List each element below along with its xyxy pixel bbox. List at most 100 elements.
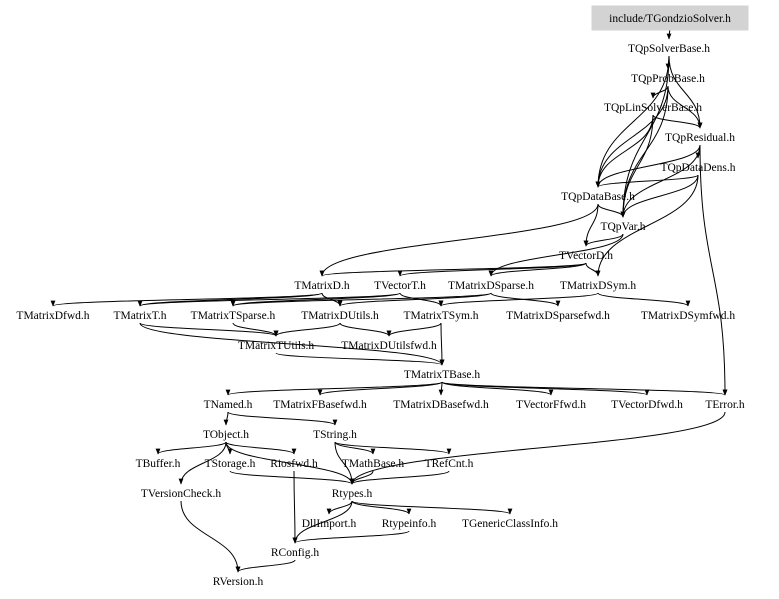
node-label: Rtypeinfo.h xyxy=(382,518,437,530)
node-label: TMatrixDUtilsfwd.h xyxy=(341,340,437,352)
node-rtypes[interactable]: Rtypes.h xyxy=(332,488,373,500)
node-genericclassinfo[interactable]: TGenericClassInfo.h xyxy=(462,518,558,530)
edge-rtypes-to-rconfig xyxy=(292,500,353,544)
node-vectort[interactable]: TVectorT.h xyxy=(374,280,426,292)
node-label: TNamed.h xyxy=(204,399,253,411)
node-vectorffwd[interactable]: TVectorFfwd.h xyxy=(516,399,586,411)
node-label: TMatrixDfwd.h xyxy=(16,310,89,322)
node-label: TMatrixFBasefwd.h xyxy=(273,399,367,411)
edge-vectord-to-matrixdsym xyxy=(585,262,601,277)
node-label: TStorage.h xyxy=(205,458,256,470)
edge-matrixdsym-to-matrixdsymfwd xyxy=(597,292,691,307)
node-dllimport[interactable]: DllImport.h xyxy=(302,518,357,530)
node-label: TVectorFfwd.h xyxy=(516,399,586,411)
edge-vectord-to-matrixdsparse xyxy=(488,262,587,277)
edge-matrixtbase-to-matrixfbasefwd xyxy=(317,381,443,396)
node-storage[interactable]: TStorage.h xyxy=(205,458,256,470)
node-versioncheck[interactable]: TVersionCheck.h xyxy=(141,488,221,500)
node-matrixdsymfwd[interactable]: TMatrixDSymfwd.h xyxy=(641,310,735,322)
node-rversion[interactable]: RVersion.h xyxy=(213,576,264,588)
edge-rtypes-to-rtypeinfo xyxy=(351,500,412,515)
node-matrixt[interactable]: TMatrixT.h xyxy=(113,310,166,322)
node-label: Rtypes.h xyxy=(332,488,373,500)
edge-refcnt-to-rtypes xyxy=(349,470,450,485)
edge-object-to-buffer xyxy=(155,441,227,455)
node-label: TObject.h xyxy=(203,429,249,441)
edge-matrixtsym-to-matrixdutilsfwd xyxy=(386,322,442,337)
node-matrixdutilsfwd[interactable]: TMatrixDUtilsfwd.h xyxy=(341,340,437,352)
node-label: include/TGondzioSolver.h xyxy=(609,13,731,25)
edge-matrixtbase-to-error xyxy=(441,381,728,396)
edge-rconfig-to-rversion xyxy=(235,559,296,573)
node-qpvar[interactable]: TQpVar.h xyxy=(600,221,645,233)
edge-database-to-matrixd xyxy=(319,203,599,277)
node-named[interactable]: TNamed.h xyxy=(204,399,253,411)
node-rtypeinfo[interactable]: Rtypeinfo.h xyxy=(382,518,437,530)
edge-storage-to-rtypes xyxy=(229,470,355,485)
edges xyxy=(50,25,728,573)
node-label: TVersionCheck.h xyxy=(141,488,221,500)
node-label: TQpDataDens.h xyxy=(660,162,735,174)
node-label: TMatrixTBase.h xyxy=(404,369,481,381)
node-matrixdsparsefwd[interactable]: TMatrixDSparsefwd.h xyxy=(506,310,610,322)
edge-matrixtbase-to-vectorffwd xyxy=(441,381,554,396)
node-label: TQpLinSolverBase.h xyxy=(604,102,702,114)
node-matrixdsparse[interactable]: TMatrixDSparse.h xyxy=(448,280,534,292)
node-linsolver[interactable]: TQpLinSolverBase.h xyxy=(604,102,702,114)
node-label: TQpResidual.h xyxy=(665,132,735,144)
node-label: Riosfwd.h xyxy=(270,458,318,470)
node-label: TMatrixT.h xyxy=(113,310,166,322)
node-error[interactable]: TError.h xyxy=(705,399,745,411)
edge-matrixdsym-to-matrixtsym xyxy=(438,292,599,307)
edge-matrixdutils-to-matrixtutils xyxy=(273,322,341,337)
edge-matrixtsym-to-matrixtbase xyxy=(439,322,445,366)
edge-linsolver-to-qpvar xyxy=(620,114,654,218)
node-mathbase[interactable]: TMathBase.h xyxy=(342,458,405,470)
node-label: TMatrixDSymfwd.h xyxy=(641,310,735,322)
node-vectordfwd[interactable]: TVectorDfwd.h xyxy=(611,399,683,411)
edge-matrixtbase-to-named xyxy=(225,381,443,396)
node-label: DllImport.h xyxy=(302,518,357,530)
node-refcnt[interactable]: TRefCnt.h xyxy=(425,458,474,470)
node-buffer[interactable]: TBuffer.h xyxy=(136,458,181,470)
node-matrixdbasefwd[interactable]: TMatrixDBasefwd.h xyxy=(393,399,489,411)
node-matrixd[interactable]: TMatrixD.h xyxy=(294,280,350,292)
edge-residual-to-error xyxy=(699,144,728,396)
edge-matrixtutils-to-matrixtbase xyxy=(275,352,445,366)
node-matrixtbase[interactable]: TMatrixTBase.h xyxy=(404,369,481,381)
edge-matrixdsparse-to-matrixtsparse xyxy=(230,292,492,307)
node-residual[interactable]: TQpResidual.h xyxy=(665,132,735,144)
node-vectord[interactable]: TVectorD.h xyxy=(559,250,613,262)
node-matrixdsym[interactable]: TMatrixDSym.h xyxy=(560,280,637,292)
node-matrixtsparse[interactable]: TMatrixTSparse.h xyxy=(191,310,276,322)
edge-solverbase-to-qpvar xyxy=(620,55,670,218)
node-string[interactable]: TString.h xyxy=(313,429,357,441)
node-label: TRefCnt.h xyxy=(425,458,474,470)
node-matrixtutils[interactable]: TMatrixTUtils.h xyxy=(238,340,315,352)
edge-riosfwd-to-rconfig xyxy=(292,470,298,544)
edge-error-to-rtypes xyxy=(349,411,726,485)
node-riosfwd[interactable]: Riosfwd.h xyxy=(270,458,318,470)
edge-vectord-to-vectort xyxy=(397,262,587,277)
node-matrixtsym[interactable]: TMatrixTSym.h xyxy=(403,310,478,322)
node-matrixdfwd[interactable]: TMatrixDfwd.h xyxy=(16,310,89,322)
edge-rtypes-to-dllimport xyxy=(326,500,353,515)
node-label: TString.h xyxy=(313,429,357,441)
node-database[interactable]: TQpDataBase.h xyxy=(561,191,635,203)
node-label: TMatrixDSparse.h xyxy=(448,280,534,292)
edge-named-to-object xyxy=(223,411,229,426)
node-label: TMatrixDBasefwd.h xyxy=(393,399,489,411)
node-root[interactable]: include/TGondzioSolver.h xyxy=(591,5,749,31)
node-label: TMatrixTUtils.h xyxy=(238,340,315,352)
edge-datadens-to-database xyxy=(595,174,699,188)
node-rconfig[interactable]: RConfig.h xyxy=(271,547,319,559)
node-datadens[interactable]: TQpDataDens.h xyxy=(660,162,735,174)
node-solverbase[interactable]: TQpSolverBase.h xyxy=(628,43,710,55)
node-matrixdutils[interactable]: TMatrixDUtils.h xyxy=(301,310,379,322)
node-object[interactable]: TObject.h xyxy=(203,429,249,441)
edge-matrixdutils-to-matrixdutilsfwd xyxy=(339,322,392,337)
edge-object-to-rtypes xyxy=(225,441,355,485)
edge-database-to-vectord xyxy=(583,203,599,247)
node-probbase[interactable]: TQpProbBase.h xyxy=(631,73,705,85)
node-matrixfbasefwd[interactable]: TMatrixFBasefwd.h xyxy=(273,399,367,411)
